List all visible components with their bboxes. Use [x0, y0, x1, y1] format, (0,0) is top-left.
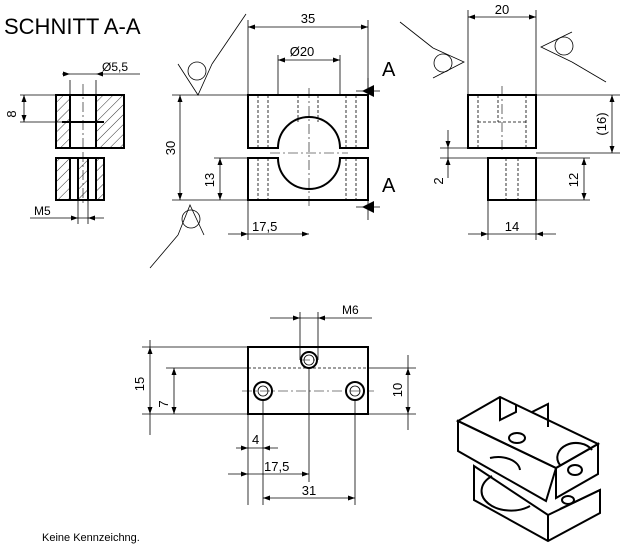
isometric-view — [455, 395, 601, 543]
dim-top-hole-offset: 4 — [252, 432, 259, 447]
dim-top-height: 15 — [132, 377, 147, 391]
dim-top-center: 17,5 — [264, 459, 289, 474]
section-upper-body — [55, 94, 125, 149]
front-view: 35 Ø20 30 13 17,5 A A — [149, 11, 396, 269]
surface-symbol-bottom — [149, 203, 205, 269]
dim-top-thread: M6 — [342, 303, 359, 317]
surface-symbol-left — [399, 21, 465, 79]
dim-side-lower-height: 12 — [566, 173, 581, 187]
dim-top-hole-row: 7 — [156, 400, 171, 407]
dim-section-bore: Ø5,5 — [102, 60, 128, 74]
dim-side-width: 20 — [495, 2, 509, 17]
dim-section-height: 8 — [4, 110, 19, 117]
dim-top-hole-spacing: 31 — [302, 483, 316, 498]
dim-front-height: 30 — [163, 141, 178, 155]
dim-side-ref-height: (16) — [594, 112, 609, 135]
surface-symbol-top — [177, 13, 247, 96]
front-upper-body — [247, 94, 369, 149]
top-view: M6 15 7 10 4 17,5 — [132, 303, 416, 505]
dim-top-hole-height: 10 — [390, 383, 405, 397]
section-view: 8 Ø5,5 M5 — [4, 60, 140, 224]
dim-front-lower-height: 13 — [202, 173, 217, 187]
section-marker-top: A — [382, 59, 396, 81]
dim-side-gap: 2 — [431, 177, 446, 184]
dim-side-lower-width: 14 — [505, 219, 519, 234]
dim-front-center: 17,5 — [252, 219, 277, 234]
front-lower-body — [247, 157, 369, 201]
iso-upper-top-face — [455, 395, 601, 470]
surface-symbol-right — [540, 31, 607, 83]
sheet-note: Keine Kennzeichng. — [42, 532, 140, 544]
iso-thread-hole — [508, 432, 526, 444]
dim-front-width: 35 — [301, 11, 315, 26]
section-title: SCHNITT A-A — [4, 14, 141, 39]
section-marker-bottom: A — [382, 175, 396, 197]
top-view-body — [247, 346, 369, 415]
dim-section-thread: M5 — [34, 204, 51, 218]
side-view: 20 (16) 2 12 14 — [399, 2, 620, 240]
side-lower-body — [487, 157, 537, 201]
dim-front-bore: Ø20 — [290, 44, 315, 59]
section-lower-body — [55, 157, 105, 201]
